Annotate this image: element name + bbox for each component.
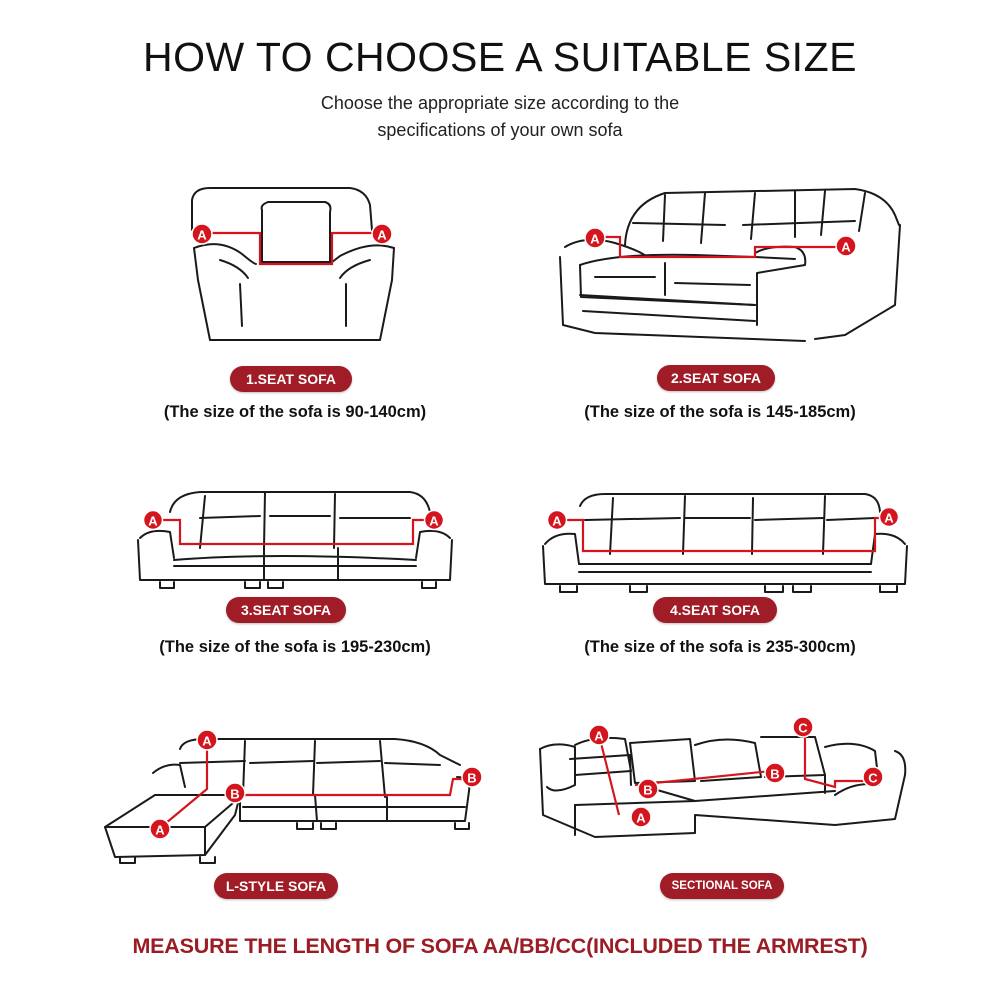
marker-a-left: A bbox=[191, 223, 213, 245]
one-seat-sofa-icon: A A bbox=[191, 187, 395, 341]
size-note-1-seat: (The size of the sofa is 90-140cm) bbox=[163, 403, 427, 421]
marker-a-right: A bbox=[878, 506, 900, 528]
sofa-label-pill: 2.SEAT SOFA bbox=[657, 365, 775, 391]
sofa-card-4-seat: A A 4.SEAT SOFA bbox=[535, 488, 915, 628]
size-note-4-seat: (The size of the sofa is 235-300cm) bbox=[584, 638, 856, 656]
sofa-label-pill: L-STYLE SOFA bbox=[214, 873, 338, 899]
marker-b-left: B bbox=[224, 782, 246, 804]
marker-b-right: B bbox=[764, 762, 786, 784]
sofa-card-3-seat: A A 3.SEAT SOFA bbox=[130, 488, 460, 628]
sofa-card-l-style: A A B B L-STYLE SOFA bbox=[95, 725, 495, 905]
three-seat-sofa-icon: A A bbox=[137, 491, 453, 589]
sectional-sofa-icon: A A B B C C bbox=[539, 716, 907, 838]
size-note-2-seat: (The size of the sofa is 145-185cm) bbox=[584, 403, 856, 421]
svg-text:A: A bbox=[594, 729, 604, 744]
sofa-card-sectional: A A B B C C SECTIONAL SOFA bbox=[535, 715, 915, 905]
marker-a-top: A bbox=[196, 729, 218, 751]
svg-text:A: A bbox=[884, 511, 894, 526]
two-seat-sofa-icon: A A bbox=[559, 188, 901, 342]
svg-text:B: B bbox=[230, 787, 239, 802]
l-style-sofa-icon: A A B B bbox=[104, 729, 483, 864]
marker-c-top: C bbox=[792, 716, 814, 738]
sofa-card-2-seat: A A 2.SEAT SOFA bbox=[555, 185, 925, 405]
subtitle-line-1: Choose the appropriate size according to… bbox=[320, 93, 680, 113]
sofa-label-pill: 4.SEAT SOFA bbox=[653, 597, 777, 623]
svg-text:A: A bbox=[636, 811, 646, 826]
four-seat-sofa-icon: A A bbox=[542, 493, 908, 593]
svg-text:A: A bbox=[429, 514, 439, 529]
svg-text:A: A bbox=[202, 734, 212, 749]
marker-a-bottom: A bbox=[149, 818, 171, 840]
marker-a-right: A bbox=[423, 509, 445, 531]
marker-a-left: A bbox=[584, 227, 606, 249]
marker-a-bottom: A bbox=[630, 806, 652, 828]
marker-a-right: A bbox=[835, 235, 857, 257]
size-note-3-seat: (The size of the sofa is 195-230cm) bbox=[159, 638, 431, 656]
footer-instruction: MEASURE THE LENGTH OF SOFA AA/BB/CC(INCL… bbox=[132, 934, 868, 958]
marker-b-right: B bbox=[461, 766, 483, 788]
svg-text:B: B bbox=[467, 771, 476, 786]
subtitle-line-2: specifications of your own sofa bbox=[377, 120, 623, 140]
marker-a-left: A bbox=[142, 509, 164, 531]
sofa-label-pill: 1.SEAT SOFA bbox=[230, 366, 352, 392]
marker-a-left: A bbox=[546, 509, 568, 531]
page-title: HOW TO CHOOSE A SUITABLE SIZE bbox=[143, 34, 857, 80]
marker-b-left: B bbox=[637, 778, 659, 800]
sofa-card-1-seat: A A 1.SEAT SOFA bbox=[180, 180, 420, 430]
svg-text:A: A bbox=[552, 514, 562, 529]
svg-text:A: A bbox=[197, 228, 207, 243]
page-subtitle: Choose the appropriate size according to… bbox=[0, 90, 1000, 144]
svg-text:A: A bbox=[377, 228, 387, 243]
marker-a-right: A bbox=[371, 223, 393, 245]
marker-c-right: C bbox=[862, 766, 884, 788]
svg-text:A: A bbox=[590, 232, 600, 247]
svg-text:B: B bbox=[770, 767, 779, 782]
sofa-label-pill: SECTIONAL SOFA bbox=[660, 873, 784, 899]
svg-text:C: C bbox=[868, 771, 878, 786]
svg-text:A: A bbox=[155, 823, 165, 838]
sofa-label-pill: 3.SEAT SOFA bbox=[226, 597, 346, 623]
svg-text:A: A bbox=[148, 514, 158, 529]
svg-text:A: A bbox=[841, 240, 851, 255]
marker-a-top: A bbox=[588, 724, 610, 746]
svg-text:C: C bbox=[798, 721, 808, 736]
svg-text:B: B bbox=[643, 783, 652, 798]
